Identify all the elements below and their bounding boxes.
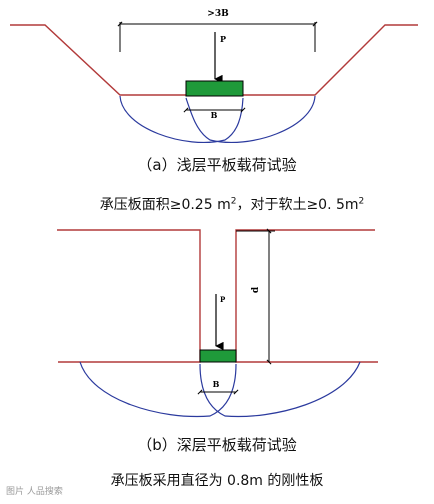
diagram-b-ground-right — [235, 229, 378, 363]
diagram-b-plate-label: B — [213, 379, 220, 389]
diagram-a-slip-curve-right — [185, 95, 316, 144]
diagram-a-note-sup-2: 2 — [358, 196, 365, 207]
diagram-a-slip-curve-left — [119, 95, 244, 144]
diagram-a-note: 承压板面积≥0.25 m2，对于软土≥0. 5m2 — [0, 194, 434, 214]
diagram-a-width-label: >3B — [207, 9, 229, 19]
diagram-a-note-sup-1: 2 — [230, 196, 237, 207]
diagram-a-plate-label: B — [211, 110, 218, 120]
diagram-a-bearing-plate — [185, 80, 244, 97]
diagram-b-deep-test: d P B — [57, 228, 378, 418]
diagram-a-note-mid: ，对于软土≥0. 5m — [236, 197, 359, 213]
diagram-a-note-prefix: 承压板面积≥0.25 m — [99, 197, 231, 213]
diagram-b-load-label: P — [220, 295, 226, 304]
diagram-b-bearing-plate — [199, 349, 237, 363]
diagram-b-depth-label: d — [251, 286, 261, 293]
diagram-b-note: 承压板采用直径为 0.8m 的刚性板 — [110, 473, 324, 489]
diagram-b-ground-left — [57, 229, 201, 363]
diagram-a-caption: （a）浅层平板载荷试验 — [137, 156, 297, 174]
diagram-a-load-label: P — [220, 34, 226, 44]
diagram-a-shallow-test: >3B P B — [10, 9, 418, 144]
diagram-b-slip-curve-right — [199, 361, 361, 418]
diagram-b-slip-curve-left — [79, 361, 237, 418]
diagram-b-caption: （b）深层平板载荷试验 — [137, 436, 297, 454]
watermark: 图片 人品搜索 — [6, 487, 63, 497]
